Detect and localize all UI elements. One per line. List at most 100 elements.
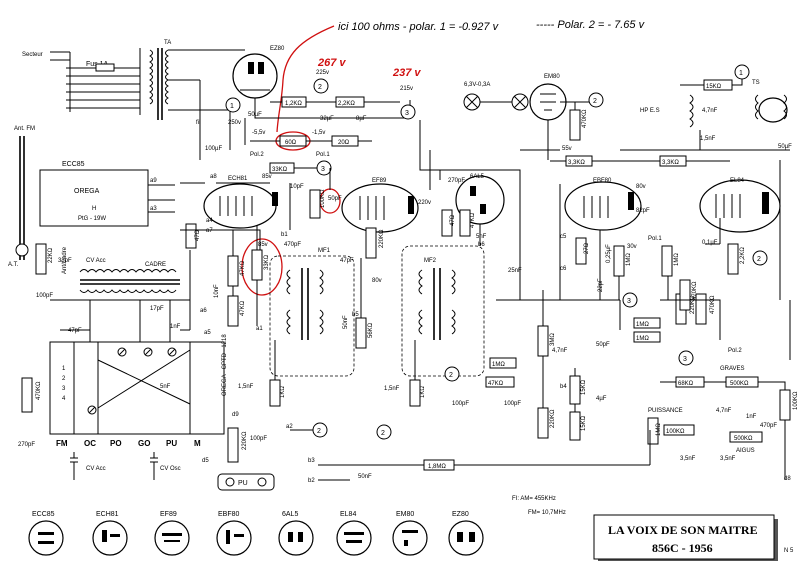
svg-text:47KΩ: 47KΩ [488, 381, 504, 387]
svg-text:3,5nF: 3,5nF [720, 456, 736, 462]
svg-text:EL84: EL84 [340, 511, 356, 518]
svg-text:Ant/Cadre: Ant/Cadre [62, 246, 68, 274]
footer: FI: AM= 455KHz FM= 10,7MHz LA VOIX DE SO… [512, 496, 794, 561]
svg-text:EM80: EM80 [396, 511, 414, 518]
svg-text:AIGUS: AIGUS [736, 448, 755, 454]
wiring [50, 120, 791, 480]
svg-text:4,7nF: 4,7nF [552, 348, 568, 354]
tube-bases: ECC85 ECH81 EF89 EBF80 6AL5 EL84 EM80 EZ… [28, 511, 484, 556]
svg-text:20Ω: 20Ω [338, 140, 350, 146]
tube-ech81: ECH81 a8 a4 a7 85v 85v 33KΩ 3 [203, 160, 332, 248]
svg-text:1: 1 [230, 103, 234, 110]
mf-transformers: MF1 47pF MF2 80v 220KΩ 56KΩ b5 50nF 1KΩ … [238, 227, 522, 440]
svg-text:85v: 85v [262, 174, 272, 180]
svg-text:2,2KΩ: 2,2KΩ [740, 247, 746, 264]
svg-text:CV Acc: CV Acc [86, 466, 106, 472]
svg-text:c6: c6 [560, 266, 567, 272]
fm-frontend: Ant. FM ECC85 OREGA H PtG - 19W a9 a3 [14, 126, 175, 260]
svg-text:CV Acc: CV Acc [86, 258, 106, 264]
svg-text:1MΩ: 1MΩ [626, 253, 632, 266]
svg-text:3,5nF: 3,5nF [680, 456, 696, 462]
svg-text:a1: a1 [256, 326, 263, 332]
svg-text:1nF: 1nF [746, 414, 757, 420]
svg-text:470KΩ: 470KΩ [692, 281, 698, 300]
svg-text:50µF: 50µF [248, 112, 262, 118]
svg-text:33KΩ: 33KΩ [272, 167, 288, 173]
svg-text:a4: a4 [206, 218, 213, 224]
svg-text:47KΩ: 47KΩ [470, 212, 476, 228]
svg-text:4: 4 [62, 396, 66, 402]
am-frontend: A.T. 22KΩ 33pF Ant/Cadre CV Acc CADRE 10… [8, 223, 220, 336]
svg-text:15KΩ: 15KΩ [581, 415, 587, 431]
svg-text:4,7nF: 4,7nF [716, 408, 732, 414]
svg-text:6,3V-0,3A: 6,3V-0,3A [464, 82, 490, 88]
svg-text:100KΩ: 100KΩ [793, 391, 799, 410]
svg-text:27Ω: 27Ω [584, 242, 590, 254]
svg-text:PU: PU [166, 439, 177, 448]
svg-text:3,3KΩ: 3,3KΩ [662, 160, 679, 166]
svg-text:100pF: 100pF [504, 401, 521, 407]
svg-text:fil: fil [196, 120, 200, 126]
svg-text:1,8MΩ: 1,8MΩ [428, 464, 446, 470]
svg-text:OREGA - CPTD - 1218: OREGA - CPTD - 1218 [222, 334, 228, 396]
svg-text:1,2KΩ: 1,2KΩ [285, 101, 302, 107]
svg-text:EM80: EM80 [544, 74, 560, 80]
svg-text:a9: a9 [150, 178, 157, 184]
svg-text:1KΩ: 1KΩ [420, 386, 426, 398]
svg-text:GRAVES: GRAVES [720, 366, 745, 372]
svg-text:0,25µF: 0,25µF [606, 244, 612, 263]
svg-text:56KΩ: 56KΩ [368, 322, 374, 338]
svg-text:a8: a8 [210, 174, 217, 180]
svg-text:47Ω: 47Ω [450, 214, 456, 226]
svg-text:22KΩ: 22KΩ [48, 247, 54, 263]
brand-title: LA VOIX DE SON MAITRE [608, 523, 758, 537]
svg-text:5nF: 5nF [160, 384, 171, 390]
detector-network: 3MΩ 4,7nF 1MΩ 47KΩ b4 15KΩ 15KΩ 220KΩ 10… [485, 245, 698, 441]
svg-text:d8: d8 [784, 476, 791, 482]
svg-text:3: 3 [683, 356, 687, 363]
tube-ef89: EF89 100KΩ 50pF 220v 10pF 470pF b1 [281, 178, 431, 248]
pickup-input: 220KΩ d9 100pF d5 PU [202, 412, 275, 491]
svg-text:3: 3 [627, 298, 631, 305]
svg-text:GO: GO [138, 439, 150, 448]
mains-section: Secteur Fus.1A TA fil [22, 40, 245, 160]
red-circle-33k [241, 238, 283, 296]
svg-text:PO: PO [110, 439, 122, 448]
svg-text:1KΩ: 1KΩ [280, 386, 286, 398]
note-100-ohms: ici 100 ohms - polar. 1 = -0.927 v [338, 21, 500, 33]
svg-text:1: 1 [62, 366, 66, 372]
svg-text:TA: TA [164, 40, 171, 46]
svg-text:H: H [92, 206, 96, 212]
svg-text:5nF: 5nF [476, 234, 487, 240]
svg-text:50pF: 50pF [328, 196, 342, 202]
svg-text:500KΩ: 500KΩ [734, 436, 753, 442]
svg-text:6AL5: 6AL5 [282, 511, 298, 518]
svg-text:470KΩ: 470KΩ [582, 109, 588, 128]
svg-text:HP E.S: HP E.S [640, 108, 660, 114]
svg-text:ECC85: ECC85 [32, 511, 55, 518]
svg-text:a5: a5 [204, 330, 211, 336]
svg-text:47pF: 47pF [68, 328, 82, 334]
svg-text:2: 2 [381, 430, 385, 437]
svg-text:0,1µF: 0,1µF [702, 240, 718, 246]
svg-text:EZ80: EZ80 [452, 511, 469, 518]
tone-controls: GRAVES 68KΩ 500KΩ PUISSANCE 1MΩ 100KΩ 1n… [647, 366, 799, 482]
svg-text:PtG - 19W: PtG - 19W [78, 216, 106, 222]
svg-text:-5,5v: -5,5v [252, 130, 265, 136]
svg-text:47pF: 47pF [340, 258, 354, 264]
svg-text:3: 3 [62, 386, 66, 392]
svg-text:47KΩ: 47KΩ [240, 260, 246, 276]
tube-em80: 6,3V-0,3A EM80 2 470KΩ 55v [463, 74, 604, 160]
ht-line: 1,2KΩ 2,2KΩ 225v 215v 2 3 1 50µF 32µF 8µ… [205, 70, 416, 158]
svg-text:-1,5v: -1,5v [312, 130, 325, 136]
svg-text:17pF: 17pF [150, 306, 164, 312]
output-transformer: 1 15KΩ HP E.S 4,7nF 1,5nF TS 50µF [620, 64, 792, 151]
svg-text:PUISSANCE: PUISSANCE [648, 408, 683, 414]
tube-ebf80: EBF80 80v 3,3KΩ 3,3KΩ 82pF 27Ω 0,25µF 30… [550, 155, 730, 272]
svg-text:ECC85: ECC85 [62, 161, 85, 168]
svg-text:225v: 225v [316, 70, 329, 76]
svg-text:55v: 55v [562, 146, 572, 152]
svg-text:3: 3 [321, 166, 325, 173]
svg-text:a7: a7 [206, 228, 213, 234]
svg-text:Secteur: Secteur [22, 52, 43, 58]
